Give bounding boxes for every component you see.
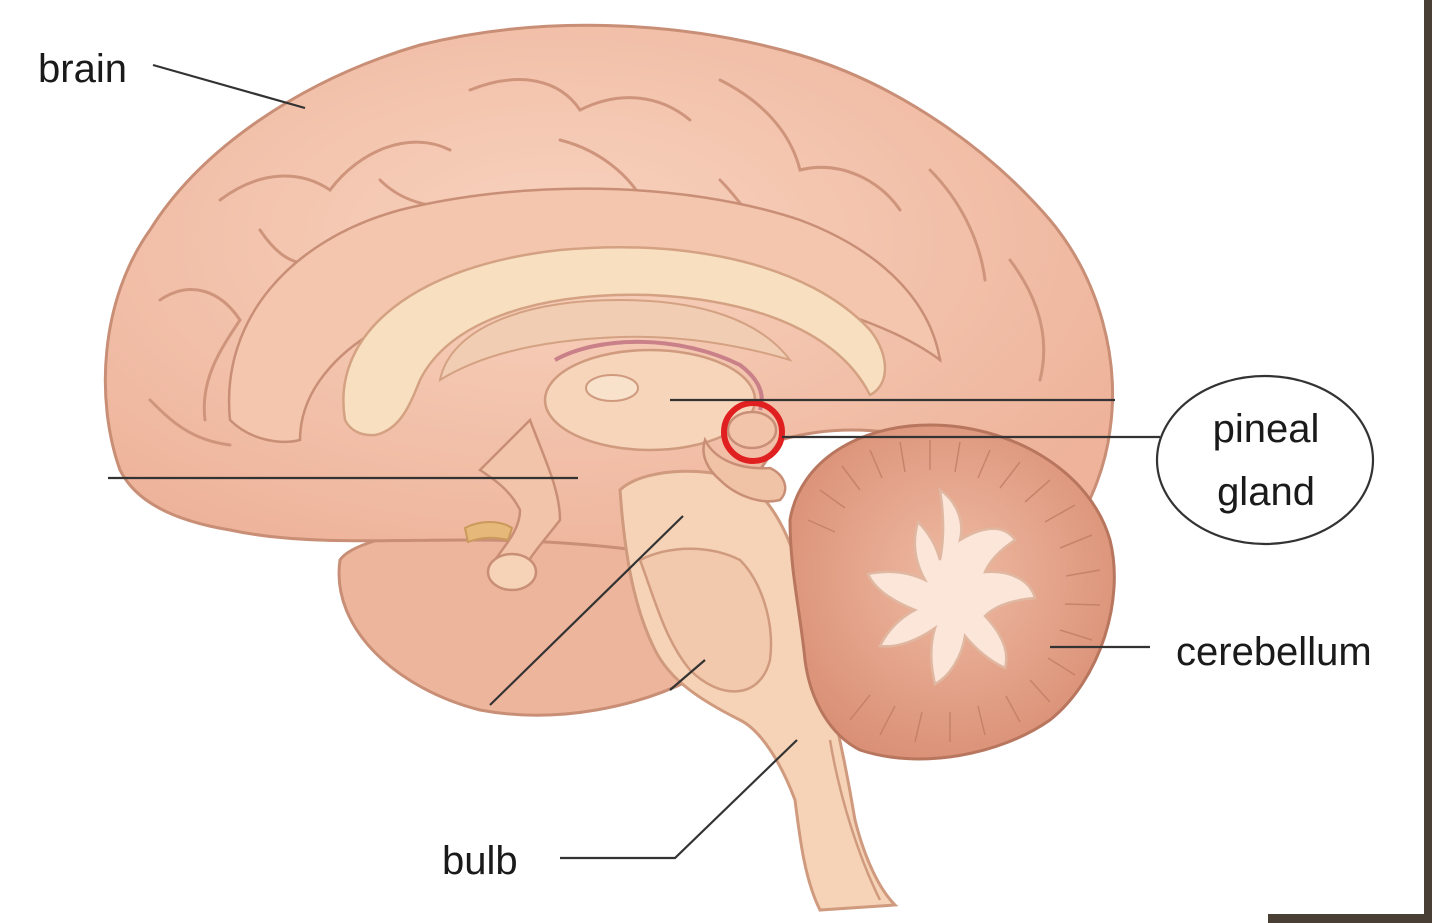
medulla-line [828,739,882,901]
midbrain-leader [489,515,684,706]
pons [638,547,773,693]
bulb-leader [560,739,798,860]
optic-chiasm [463,521,514,544]
label-brain: brain [38,47,127,91]
pineal-gland [726,410,778,450]
frame-border [1424,0,1432,923]
label-cerebellum: cerebellum [1176,630,1372,674]
interthalamic-adhesion [585,374,639,402]
leader-lines [108,63,1160,860]
frame-bottom [1268,914,1432,923]
ventricle [438,298,793,383]
label-bulb: bulb [442,839,518,883]
tectum [702,436,787,503]
pineal-highlight-ring [721,400,785,464]
label-pineal-line1: pineal [1213,407,1320,451]
brain-leader [152,63,306,110]
pituitary [486,552,538,592]
arbor-vitae [866,487,1037,686]
label-pineal-line2: gland [1217,470,1315,514]
fornix [554,339,764,411]
corpus-callosum [342,245,887,437]
pineal-callout-ellipse [1155,374,1375,546]
cingulate-gyrus [227,187,942,444]
pons-leader [669,659,706,691]
